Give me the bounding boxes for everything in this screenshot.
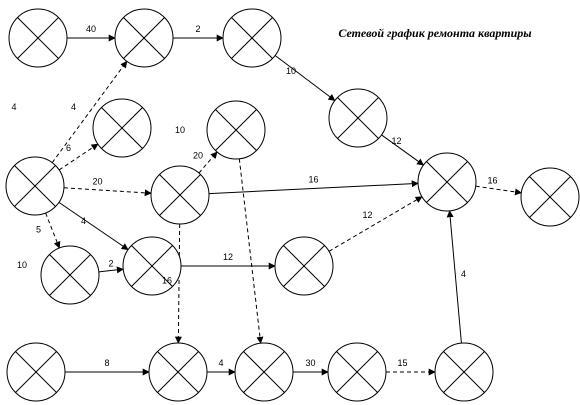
event-node-n2 [114, 8, 174, 68]
arrow-e11 [208, 180, 419, 195]
duration-label-e19: 4 [218, 358, 223, 368]
node-cross-line [231, 17, 273, 59]
event-node-n12 [122, 236, 182, 296]
arrow-e10 [198, 151, 218, 174]
node-cross-line [159, 174, 201, 216]
node-cross-line [49, 254, 91, 296]
duration-label-e12: 16 [162, 276, 172, 286]
arrow-e4 [381, 134, 425, 166]
duration-label-e11: 16 [308, 175, 318, 185]
event-node-n9 [417, 152, 477, 212]
duration-label-e22: 4 [461, 269, 466, 279]
event-node-n1 [8, 8, 68, 68]
duration-label-e7: 20 [92, 177, 102, 187]
duration-label-e1: 40 [86, 24, 96, 34]
node-cross-line [215, 109, 257, 151]
duration-label-e9: 5 [36, 225, 41, 235]
arrow-e3 [274, 55, 336, 101]
event-node-n18 [327, 342, 387, 402]
free-label-fl3: 10 [17, 260, 27, 270]
duration-label-e10: 20 [193, 151, 203, 161]
event-node-n3 [222, 8, 282, 68]
duration-label-e5: 4 [71, 102, 76, 112]
arrow-e14 [98, 266, 124, 274]
arrow-e16 [328, 196, 423, 252]
arrow-e13 [238, 158, 264, 344]
node-cross-line [157, 351, 199, 393]
event-node-n11 [40, 245, 100, 305]
node-cross-line [101, 107, 143, 149]
node-cross-line [443, 351, 485, 393]
arrow-e8 [58, 201, 129, 251]
node-cross-line [123, 17, 165, 59]
duration-label-e15: 12 [223, 252, 233, 262]
duration-label-e3: 10 [286, 66, 296, 76]
event-node-n10 [520, 167, 580, 227]
duration-label-e18: 8 [104, 358, 109, 368]
node-cross-line [243, 351, 285, 393]
event-node-n5 [92, 98, 152, 158]
node-cross-line [17, 17, 59, 59]
nodes-layer [5, 8, 580, 402]
duration-label-e4: 12 [391, 136, 401, 146]
arrow-e6 [58, 143, 99, 171]
node-cross-line [529, 176, 571, 218]
event-node-n13 [274, 236, 334, 296]
node-cross-line [336, 351, 378, 393]
arrow-e12 [174, 223, 182, 344]
arrow-e22 [446, 210, 462, 344]
node-cross-line [14, 165, 56, 207]
duration-label-e16: 12 [362, 210, 372, 220]
node-cross-line [337, 97, 379, 139]
arrow-e7 [63, 187, 152, 197]
node-cross-line [426, 161, 468, 203]
duration-label-e2: 2 [195, 24, 200, 34]
node-cross-line [131, 245, 173, 287]
node-cross-line [15, 351, 57, 393]
event-node-n14 [6, 342, 66, 402]
event-node-n6 [206, 100, 266, 160]
event-node-n7 [5, 156, 65, 216]
event-node-n19 [434, 342, 494, 402]
duration-label-e21: 15 [397, 358, 407, 368]
arrow-e17 [475, 185, 522, 196]
event-node-n8 [150, 165, 210, 225]
event-node-n17 [234, 342, 294, 402]
event-node-n16 [148, 342, 208, 402]
arrow-e9 [45, 212, 61, 249]
duration-label-e8: 4 [81, 216, 86, 226]
duration-label-e14: 2 [108, 259, 113, 269]
labels-layer: 40 2 10 12 4 6 20 4 5 20 16 16 2 12 12 16 8 4 30 15 4 4 10 10 [11, 24, 497, 368]
edges-layer [45, 34, 522, 376]
event-node-n4 [328, 88, 388, 148]
diagram-title: Сетевой график ремонта квартиры [338, 26, 531, 40]
free-label-fl1: 4 [11, 102, 16, 112]
free-label-fl2: 10 [175, 125, 185, 135]
duration-label-e17: 16 [487, 176, 497, 186]
duration-label-e20: 30 [305, 358, 315, 368]
node-cross-line [283, 245, 325, 287]
duration-label-e6: 6 [66, 143, 71, 153]
